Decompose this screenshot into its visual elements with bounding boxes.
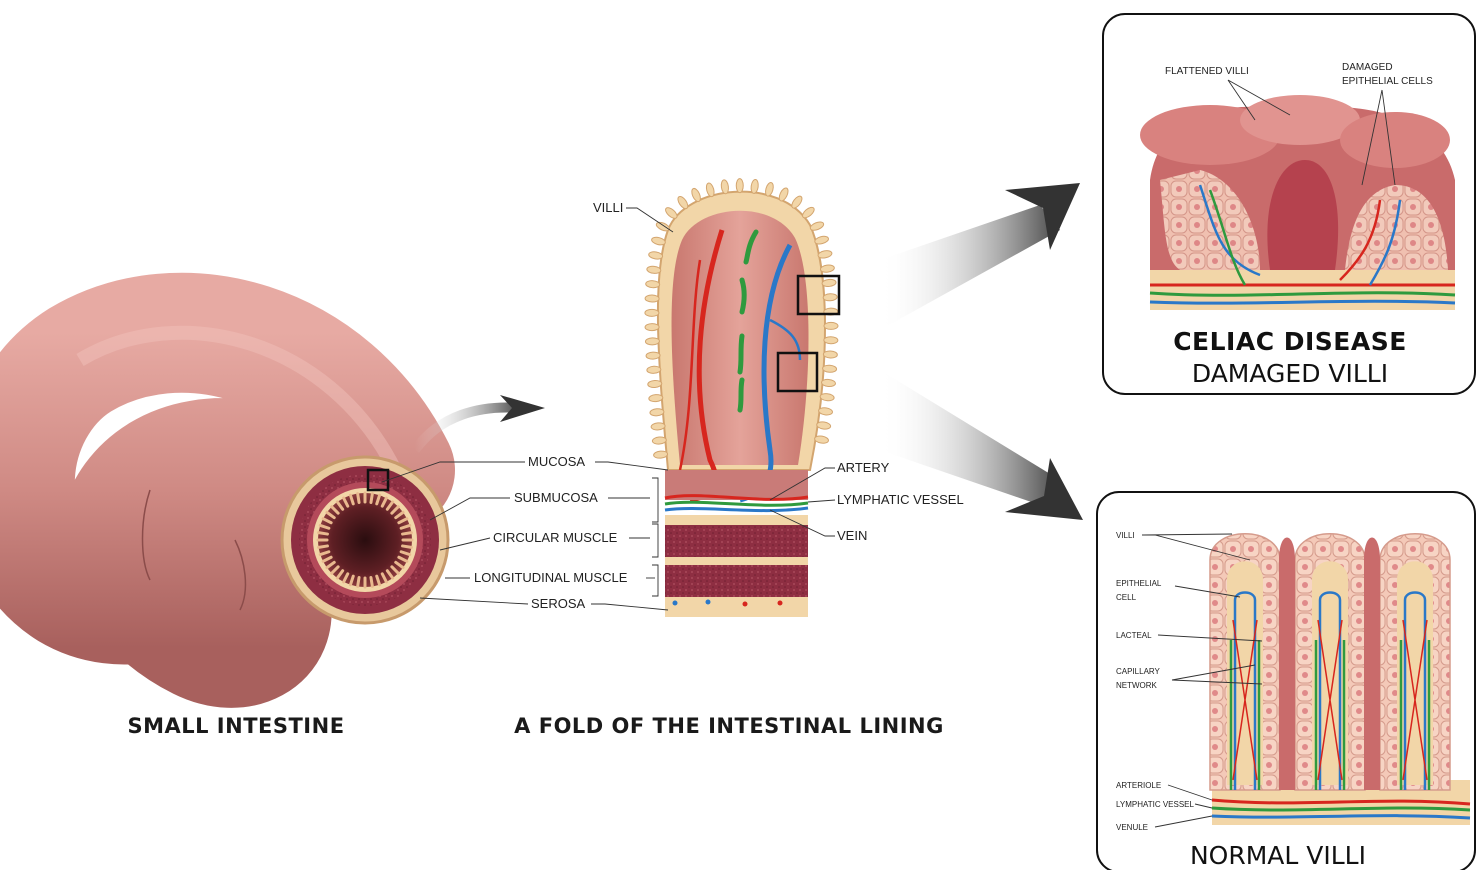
normal-villi-group [1210, 534, 1450, 790]
celiac-panel: FLATTENED VILLI DAMAGED EPITHELIAL CELLS… [1103, 14, 1475, 394]
fold-edge-villus [736, 179, 743, 193]
label-normal-villi: VILLI [1116, 531, 1135, 540]
normal-villi-title: NORMAL VILLI [1190, 841, 1366, 870]
normal-villus [1380, 534, 1450, 790]
fold-edge-villus [822, 365, 836, 373]
fold-edge-villus [645, 295, 659, 302]
title-small-intestine: SMALL INTESTINE [127, 714, 344, 738]
fold-edge-villus [645, 338, 659, 345]
label-mucosa: MUCOSA [528, 454, 585, 469]
fold-edge-villus [809, 220, 825, 232]
fold-edge-villus [645, 323, 659, 330]
fold-edge-villus [821, 379, 836, 387]
fold-edge-villus [823, 351, 837, 359]
fold-illustration [645, 179, 839, 617]
fold-edge-villus [764, 182, 775, 197]
fold-edge-villus [649, 394, 663, 402]
fold-edge-villus [824, 337, 838, 344]
title-fold: A FOLD OF THE INTESTINAL LINING [514, 714, 944, 738]
fold-edge-villus [645, 309, 659, 316]
lumen-villus [319, 533, 328, 534]
fold-edge-villus [651, 422, 666, 430]
fold-edge-villus [801, 205, 816, 219]
fold-edge-villus [645, 280, 659, 288]
normal-villus [1210, 534, 1280, 790]
fold-edge-villus [790, 194, 804, 209]
fold-edge-villus [818, 407, 833, 416]
label-normal-lymphatic: LYMPHATIC VESSEL [1116, 800, 1195, 809]
fold-edge-villus [648, 380, 662, 388]
label-villi: VILLI [593, 200, 623, 215]
lumen-villus [403, 546, 412, 547]
lumen-villus [403, 533, 412, 534]
label-serosa: SEROSA [531, 596, 586, 611]
label-lacteal: LACTEAL [1116, 631, 1152, 640]
label-artery: ARTERY [837, 460, 890, 475]
fold-edge-villus [817, 250, 832, 260]
label-epithelial-2: CELL [1116, 593, 1137, 602]
normal-villus [1295, 534, 1365, 790]
fold-edge-villus [646, 352, 660, 360]
normal-panel: VILLI EPITHELIAL CELL LACTEAL CAPILLARY … [1097, 492, 1475, 870]
fold-edge-villus [653, 451, 668, 459]
lumen-villus [358, 494, 359, 503]
lumen-villus [371, 578, 372, 587]
lumen-villus [358, 578, 359, 587]
lumen-villus [319, 546, 328, 547]
fold-edge-villus [651, 236, 666, 246]
fold-edge-villus [824, 322, 838, 329]
fold-edge-villus [705, 182, 715, 197]
damaged-villi-title: DAMAGED VILLI [1192, 359, 1388, 388]
fold-edge-villus [814, 235, 829, 245]
fold-edge-villus [655, 221, 671, 233]
arrow-to-celiac [880, 183, 1080, 330]
fold-edge-villus [820, 264, 835, 273]
label-circular-muscle: CIRCULAR MUSCLE [493, 530, 618, 545]
fold-edge-villus [820, 393, 835, 401]
label-vein: VEIN [837, 528, 867, 543]
fold-edge-villus [648, 251, 663, 260]
small-intestine-illustration [15, 333, 448, 648]
fold-edge-villus [816, 421, 831, 430]
label-capillary-1: CAPILLARY [1116, 667, 1161, 676]
label-flattened-villi: FLATTENED VILLI [1165, 66, 1249, 77]
fold-edge-villus [750, 179, 759, 194]
fold-edge-villus [676, 195, 690, 211]
label-longitudinal-muscle: LONGITUDINAL MUSCLE [474, 570, 628, 585]
label-capillary-2: NETWORK [1116, 681, 1158, 690]
celiac-title: CELIAC DISEASE [1173, 327, 1407, 356]
label-damaged-cells-1: DAMAGED [1342, 62, 1393, 73]
fold-edge-villus [822, 279, 837, 287]
label-epithelial-1: EPITHELIAL [1116, 579, 1162, 588]
label-lymphatic-vessel: LYMPHATIC VESSEL [837, 492, 964, 507]
fold-edge-villus [647, 366, 661, 374]
fold-edge-villus [690, 187, 702, 203]
fold-edge-villus [814, 435, 829, 444]
label-damaged-cells-2: EPITHELIAL CELLS [1342, 76, 1433, 87]
fold-edge-villus [823, 293, 837, 301]
fold-edge-villus [650, 408, 665, 416]
fold-edge-villus [720, 179, 729, 194]
fold-edge-villus [652, 436, 667, 444]
fold-edge-villus [664, 206, 679, 221]
lumen-villus [371, 494, 372, 503]
fold-edge-villus [646, 266, 661, 274]
label-arteriole: ARTERIOLE [1116, 781, 1161, 790]
fold-edge-villus [777, 187, 789, 203]
label-venule: VENULE [1116, 823, 1148, 832]
label-submucosa: SUBMUCOSA [514, 490, 598, 505]
